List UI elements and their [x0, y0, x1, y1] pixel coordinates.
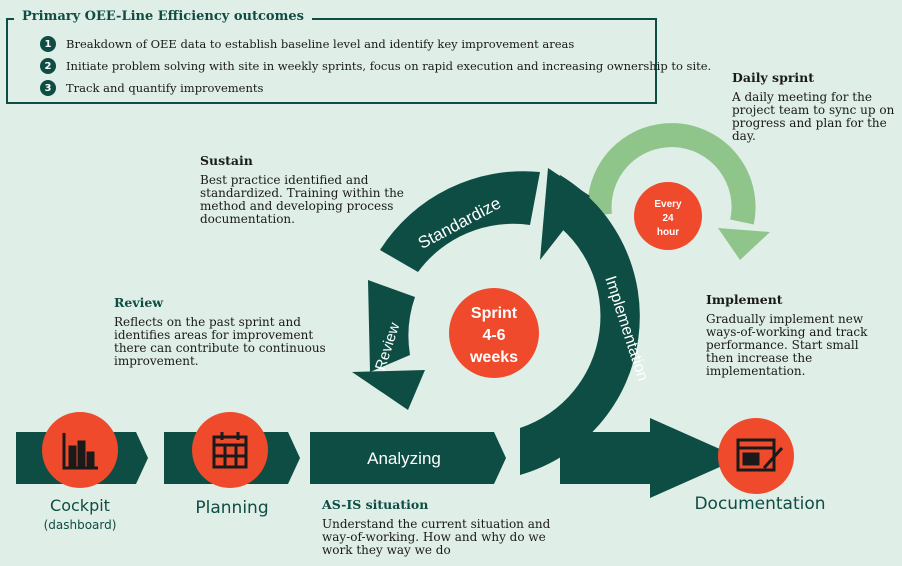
outcomes-box	[6, 18, 657, 104]
analyzing-chevron	[310, 432, 506, 484]
cockpit-sublabel: (dashboard)	[43, 518, 117, 532]
review-heading: Review	[114, 295, 164, 310]
implementation-arrowhead	[540, 168, 590, 260]
browser-edit-icon	[736, 438, 784, 472]
implement-block: Implement Gradually implement new ways-o…	[706, 292, 881, 378]
review-text: Reflects on the past sprint and identifi…	[114, 315, 326, 368]
calendar-icon	[212, 432, 248, 469]
sustain-text: Best practice identified and standardize…	[200, 173, 404, 226]
as-is-text: Understand the current situation and way…	[322, 517, 551, 557]
documentation-label: Documentation	[694, 494, 826, 514]
sustain-heading: Sustain	[200, 153, 253, 168]
badge-line3: hour	[657, 227, 679, 238]
sprint-center-line1: Sprint	[471, 305, 518, 322]
badge-line2: 24	[662, 213, 674, 224]
as-is-heading: AS-IS situation	[322, 497, 429, 512]
documentation-arrow	[560, 418, 740, 498]
outcome-text: Track and quantify improvements	[66, 81, 264, 95]
outcome-text: Breakdown of OEE data to establish basel…	[66, 37, 575, 51]
planning-label: Planning	[195, 498, 269, 518]
badge-line1: Every	[654, 199, 682, 210]
outcome-number: 2	[40, 58, 56, 74]
sprint-center-line2: 4-6	[482, 327, 505, 344]
daily-sprint-arrow	[587, 123, 756, 225]
outcome-number: 3	[40, 80, 56, 96]
sprint-center-circle	[449, 288, 539, 378]
outcome-item: 3 Track and quantify improvements	[40, 80, 263, 96]
outcome-text: Initiate problem solving with site in we…	[66, 59, 712, 73]
review-arc	[368, 280, 415, 372]
cockpit-label: Cockpit	[50, 496, 110, 515]
sprint-center-line3: weeks	[469, 349, 518, 366]
sustain-block: Sustain Best practice identified and sta…	[200, 153, 415, 226]
as-is-block: AS-IS situation Understand the current s…	[322, 497, 562, 557]
daily-sprint-block: Daily sprint A daily meeting for the pro…	[732, 70, 902, 143]
outcome-item: 2 Initiate problem solving with site in …	[40, 58, 711, 74]
planning-circle	[192, 412, 268, 488]
implement-heading: Implement	[706, 292, 783, 307]
bar-chart-icon	[62, 433, 98, 470]
daily-sprint-arrowhead	[718, 228, 770, 260]
outcome-item: 1 Breakdown of OEE data to establish bas…	[40, 36, 574, 52]
daily-sprint-heading: Daily sprint	[732, 70, 815, 85]
implement-text: Gradually implement new ways-of-working …	[706, 312, 868, 378]
review-block: Review Reflects on the past sprint and i…	[114, 295, 339, 368]
analyzing-label: Analyzing	[367, 449, 441, 468]
daily-sprint-text: A daily meeting for the project team to …	[732, 90, 895, 143]
daily-sprint-badge	[634, 182, 702, 250]
implementation-arc	[520, 175, 640, 475]
outcomes-title: Primary OEE-Line Efficiency outcomes	[14, 9, 312, 24]
outcome-number: 1	[40, 36, 56, 52]
review-arrowhead	[352, 370, 425, 410]
standardize-arc	[380, 171, 540, 272]
